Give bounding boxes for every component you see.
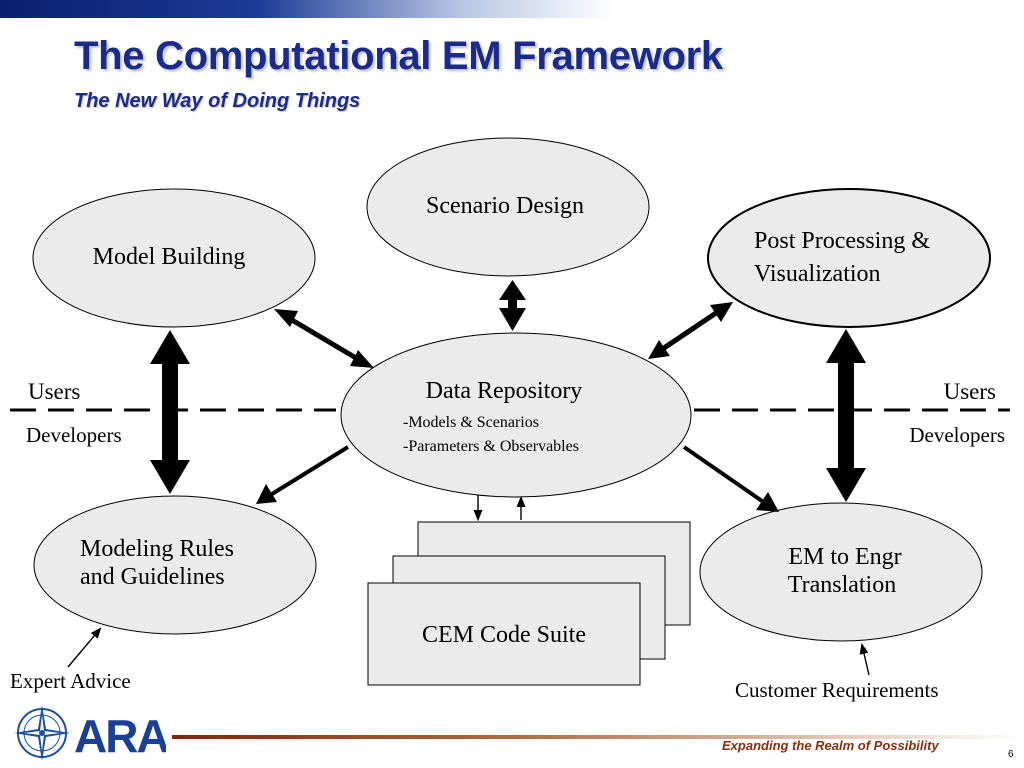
developers-label-left: Developers — [26, 423, 122, 447]
expert-advice-label: Expert Advice — [10, 669, 131, 693]
compass-star-icon — [14, 705, 70, 761]
ara-logo: ARA — [14, 705, 166, 761]
cem-code-suite-stack[interactable]: CEM Code Suite — [367, 521, 691, 686]
modeling-rules-node[interactable] — [33, 495, 317, 635]
em-to-engr-node[interactable] — [699, 502, 983, 642]
users-label-right: Users — [944, 379, 996, 404]
em-to-engr-label-line1: EM to Engr — [788, 544, 901, 570]
footer-gradient-line — [172, 735, 1024, 739]
modeling-rules-label-line2: and Guidelines — [80, 564, 225, 590]
cem-code-suite-box — [367, 582, 641, 686]
post-processing-node[interactable] — [707, 188, 991, 328]
top-gradient-bar — [0, 0, 1024, 18]
customer-requirements-label: Customer Requirements — [735, 678, 939, 702]
model-building-repository-arrow — [274, 309, 374, 368]
post-processing-label-line1: Post Processing & — [754, 228, 930, 254]
logo-text: ARA — [74, 710, 166, 761]
scenario-repository-arrow — [499, 280, 526, 331]
developers-label-right: Developers — [909, 423, 1005, 447]
footer-slogan: Expanding the Realm of Possibility — [722, 738, 939, 753]
data-repository-node[interactable] — [340, 332, 692, 498]
users-label-left: Users — [28, 379, 80, 404]
post-processing-label-line2: Visualization — [754, 261, 881, 287]
slide-title: The Computational EM Framework — [74, 34, 723, 78]
page-number: 6 — [1008, 749, 1014, 760]
model-building-label: Model Building — [93, 244, 246, 270]
em-to-engr-label-line2: Translation — [788, 572, 896, 598]
scenario-design-label: Scenario Design — [426, 193, 584, 219]
modeling-rules-label-line1: Modeling Rules — [80, 536, 234, 562]
model-building-node[interactable] — [32, 188, 316, 328]
repository-modeling-rules-arrow — [256, 445, 350, 504]
data-repository-item-2: -Parameters & Observables — [403, 438, 579, 455]
scenario-design-node[interactable] — [366, 137, 650, 277]
expert-advice-pointer — [67, 627, 102, 668]
cem-code-suite-label: CEM Code Suite — [422, 622, 586, 648]
post-processing-em-engr-arrow — [826, 329, 866, 502]
data-repository-item-1: -Models & Scenarios — [403, 414, 539, 431]
data-repository-label: Data Repository — [426, 378, 583, 404]
customer-requirements-pointer — [859, 642, 870, 676]
slide-subtitle: The New Way of Doing Things — [74, 90, 361, 112]
post-processing-repository-arrow — [648, 302, 733, 359]
repository-em-engr-arrow — [682, 445, 779, 512]
model-building-modeling-rules-arrow — [150, 330, 190, 494]
repository-code-arrows — [473, 495, 526, 522]
